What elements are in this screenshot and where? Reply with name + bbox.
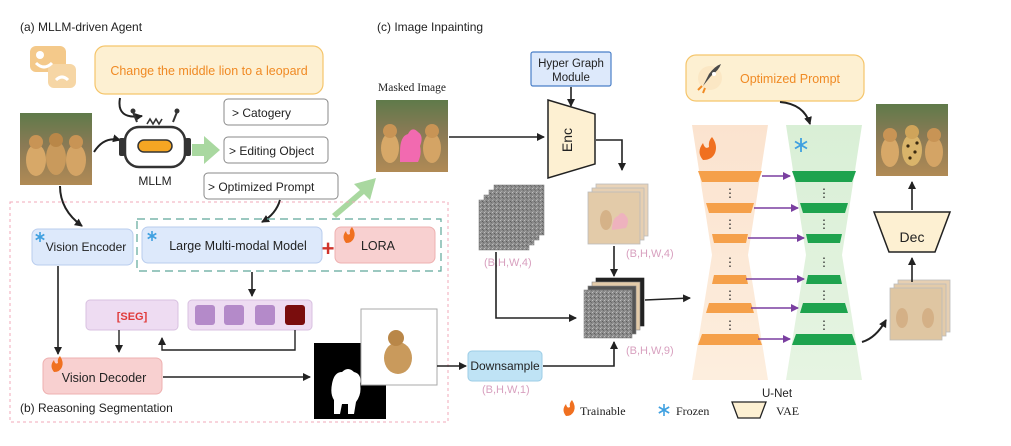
arrow-to-inpainting xyxy=(332,178,376,218)
output-category-box xyxy=(223,98,329,126)
unet-label: U-Net xyxy=(762,388,793,400)
seg-token-embedding xyxy=(285,305,305,325)
noise-latent-stack xyxy=(478,184,545,251)
output-editing-object: > Editing Object xyxy=(229,144,315,158)
panel-title-inpainting: (c) Image Inpainting xyxy=(377,20,483,34)
unet-dots: ⋮ xyxy=(724,186,736,200)
token-sequence-box xyxy=(187,299,313,331)
output-image xyxy=(876,104,948,176)
optimized-prompt-text: Optimized Prompt xyxy=(740,72,841,86)
enc-label: Enc xyxy=(559,128,575,152)
arrow-token-feedback xyxy=(158,330,296,351)
vision-encoder-label: Vision Encoder xyxy=(46,240,127,254)
hyper-graph-line1: Hyper Graph xyxy=(538,58,604,70)
unet-dots: ⋮ xyxy=(818,288,830,302)
panel-title-agent: (a) MLLM-driven Agent xyxy=(20,20,143,34)
fire-icon xyxy=(699,137,716,160)
vision-encoder-box xyxy=(31,228,134,266)
arrow-image-to-encoder xyxy=(59,185,83,227)
arrow-concat-to-unet xyxy=(644,294,691,303)
legend-trainable: Trainable xyxy=(580,404,626,418)
vision-decoder-box xyxy=(42,357,163,395)
masked-image xyxy=(376,100,448,172)
unet-trainable-layers xyxy=(698,171,762,345)
arrow-unet-to-output-latent xyxy=(861,319,887,343)
arrow-prompt-to-unet xyxy=(779,101,812,125)
instruction-bubble xyxy=(94,45,324,95)
unet-dots: ⋮ xyxy=(818,255,830,269)
lmm-lora-container xyxy=(136,218,442,272)
arrow-mllm-to-outputs xyxy=(192,136,220,164)
downsample-label: Downsample xyxy=(470,359,540,373)
chat-bubbles-icon xyxy=(30,46,76,88)
fire-icon xyxy=(563,400,575,416)
optimized-prompt-bubble xyxy=(685,54,865,102)
snowflake-icon xyxy=(658,404,670,416)
legend-vae: VAE xyxy=(776,404,799,418)
output-optimized-prompt: > Optimized Prompt xyxy=(208,180,315,194)
rocket-icon xyxy=(697,64,722,94)
seg-token-label: [SEG] xyxy=(117,311,148,323)
hyper-graph-module-box xyxy=(530,51,612,87)
lora-label: LORA xyxy=(361,239,396,253)
token xyxy=(195,305,215,325)
fire-icon xyxy=(343,227,355,243)
unet-dots: ⋮ xyxy=(818,217,830,231)
vision-decoder-label: Vision Decoder xyxy=(62,371,147,385)
panel-title-segmentation: (b) Reasoning Segmentation xyxy=(20,401,173,415)
shape-noise: (B,H,W,4) xyxy=(484,257,532,269)
unet-dots: ⋮ xyxy=(724,318,736,332)
unet-trainable-column xyxy=(692,125,768,380)
unet-frozen-layers xyxy=(792,171,856,345)
mllm-label: MLLM xyxy=(138,174,171,188)
legend-vae-shape xyxy=(731,401,767,419)
plus-sign: + xyxy=(322,236,335,261)
unet-skip-connections xyxy=(746,172,805,343)
segmentation-panel-border xyxy=(9,201,449,423)
masked-latent-stack xyxy=(587,183,649,245)
concatenated-latent-stack xyxy=(583,277,645,339)
output-optimized-prompt-box xyxy=(203,172,339,200)
vae-encoder xyxy=(547,98,596,180)
output-latent-stack xyxy=(889,279,951,341)
arrow-prompt-to-lmm xyxy=(261,199,281,223)
arrow-downsample-to-concat xyxy=(543,341,618,367)
downsample-box xyxy=(467,350,543,382)
unet-dots: ⋮ xyxy=(818,318,830,332)
legend-frozen: Frozen xyxy=(676,404,709,418)
lora-box xyxy=(334,226,436,264)
arrow-noise-to-concat xyxy=(495,252,577,322)
seg-token-box xyxy=(85,299,179,331)
arrow-enc-to-latent xyxy=(596,139,626,171)
token xyxy=(255,305,275,325)
shape-mask: (B,H,W,1) xyxy=(482,384,530,396)
input-lion-image xyxy=(20,113,92,185)
unet-dots: ⋮ xyxy=(724,217,736,231)
arrow-instruction-to-mllm xyxy=(118,97,143,122)
vae-decoder xyxy=(872,211,952,253)
output-editing-object-box xyxy=(223,136,329,164)
large-multimodal-model-box xyxy=(141,226,323,264)
hyper-graph-line2: Module xyxy=(552,72,590,84)
dec-label: Dec xyxy=(900,229,925,245)
lmm-label: Large Multi-modal Model xyxy=(169,239,307,253)
unet-dots: ⋮ xyxy=(724,288,736,302)
snowflake-icon xyxy=(147,231,157,241)
unet-dots: ⋮ xyxy=(724,255,736,269)
snowflake-icon xyxy=(35,232,45,242)
token xyxy=(224,305,244,325)
fire-icon xyxy=(51,356,63,372)
shape-concat: (B,H,W,9) xyxy=(626,345,674,357)
arrow-image-to-mllm xyxy=(93,134,121,153)
mask-lion-shape xyxy=(331,369,361,414)
snowflake-icon xyxy=(794,138,808,152)
unet-dots: ⋮ xyxy=(818,186,830,200)
masked-image-label: Masked Image xyxy=(378,82,446,94)
unet-frozen-column xyxy=(786,125,862,380)
instruction-text: Change the middle lion to a leopard xyxy=(110,64,307,78)
shape-latent: (B,H,W,4) xyxy=(626,248,674,260)
output-category: > Catogery xyxy=(232,106,291,120)
robot-icon xyxy=(119,108,191,169)
